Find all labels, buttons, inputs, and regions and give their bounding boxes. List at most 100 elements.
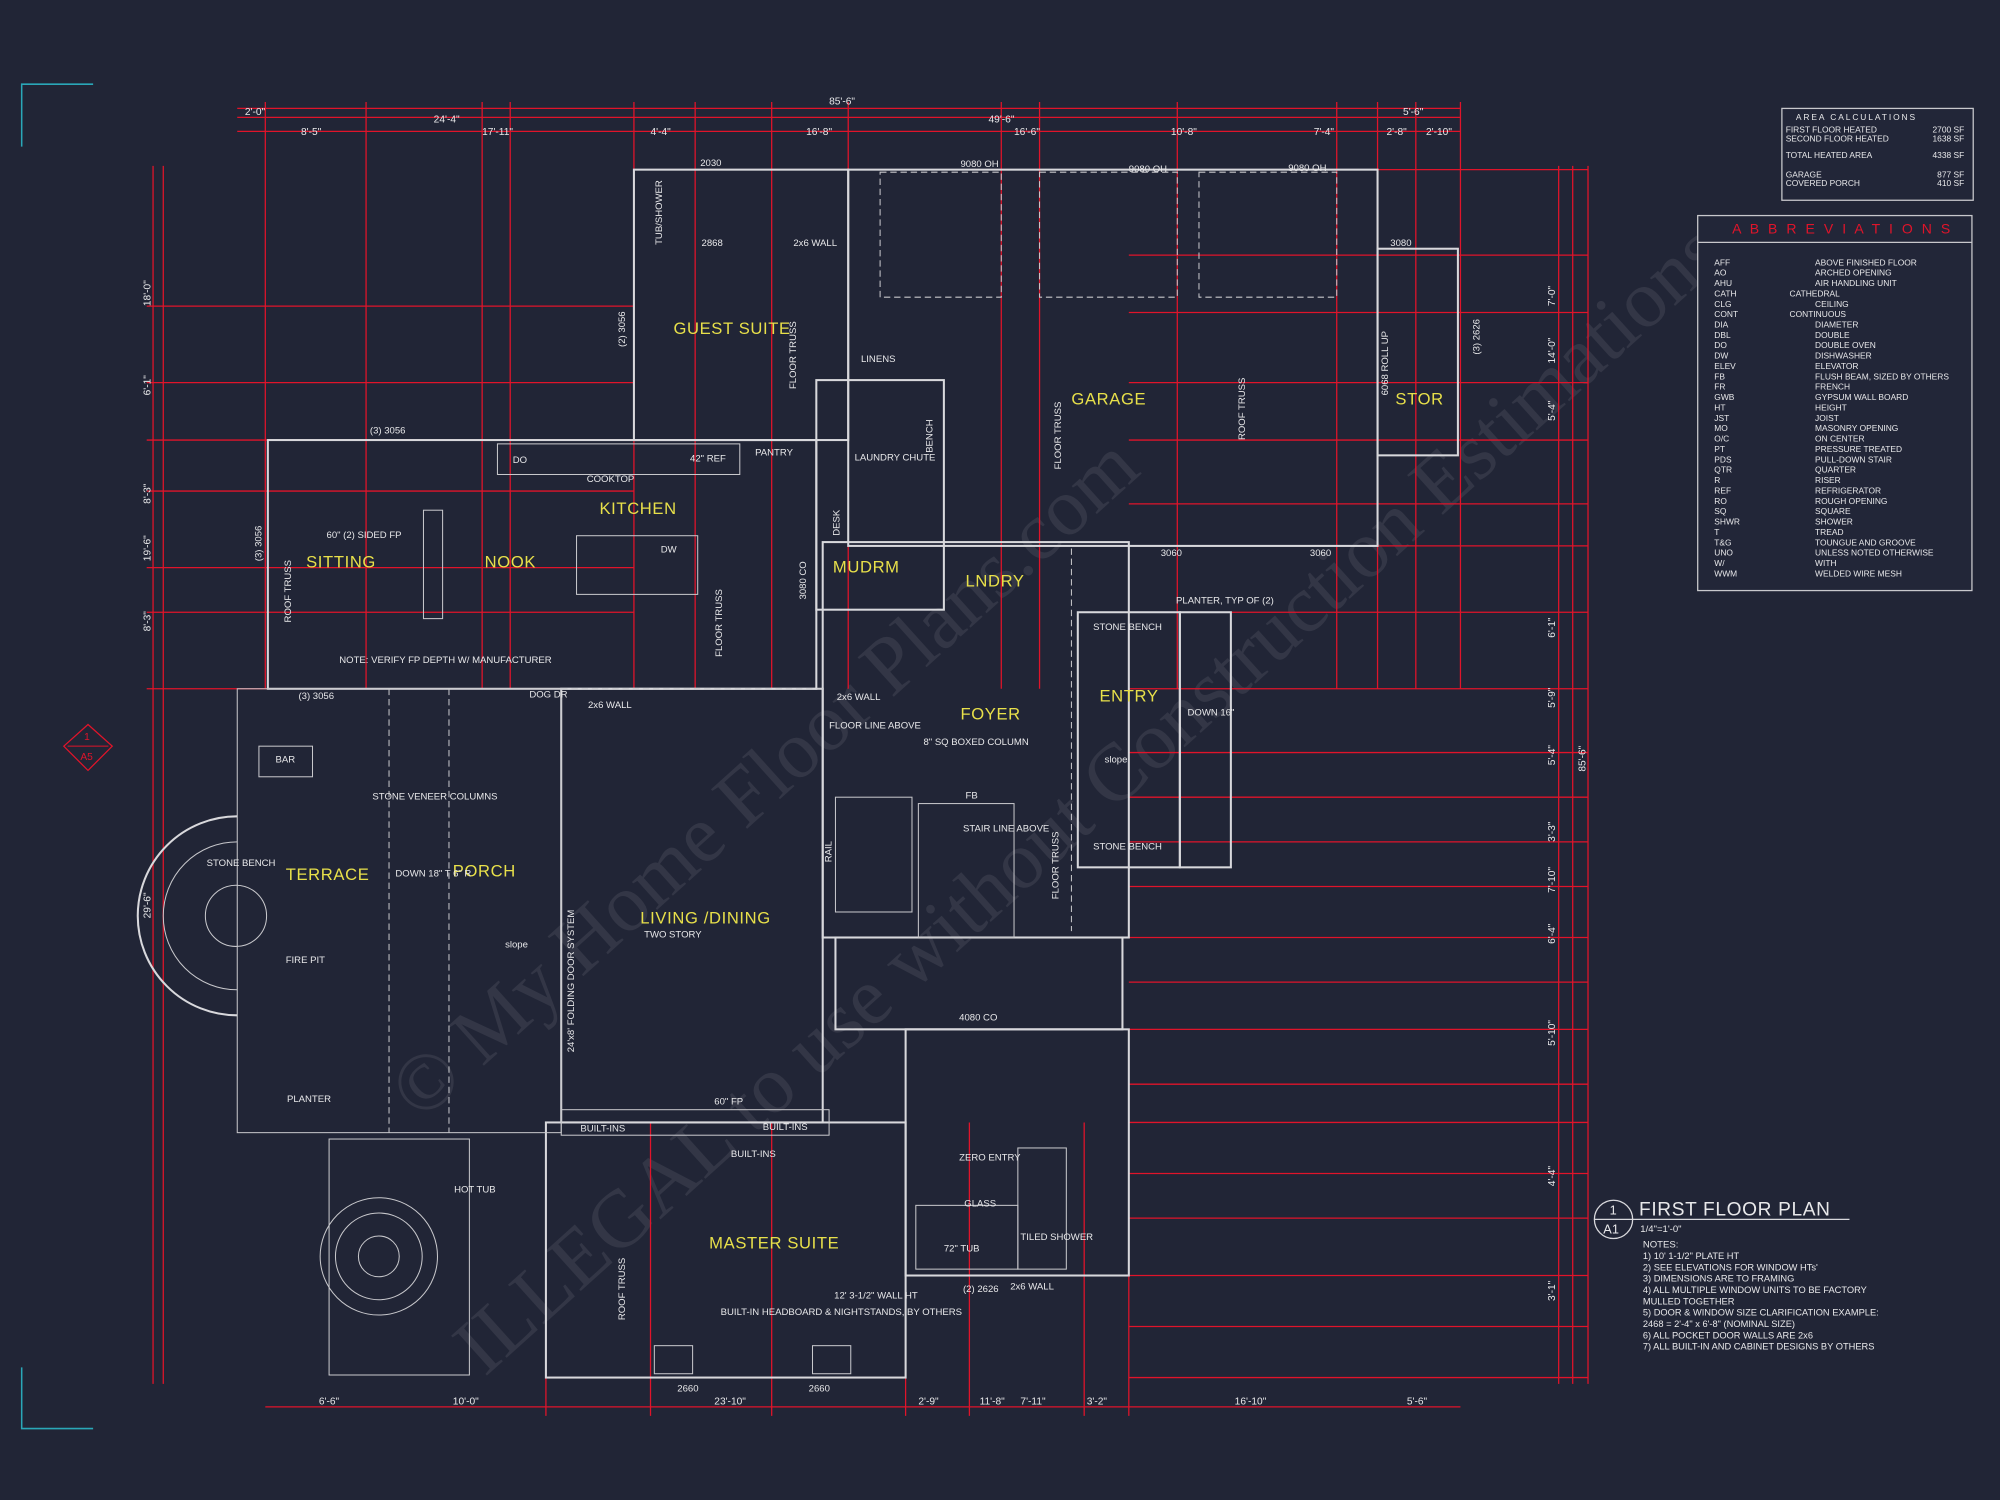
- svg-text:BUILT-INS: BUILT-INS: [763, 1122, 808, 1133]
- abbreviation-code: FR: [1714, 382, 1725, 392]
- abbreviation-meaning: TREAD: [1815, 527, 1844, 537]
- abbreviation-meaning: DISHWASHER: [1815, 351, 1872, 361]
- drawing-title: FIRST FLOOR PLAN: [1639, 1200, 1831, 1221]
- svg-text:ROOF TRUSS: ROOF TRUSS: [617, 1258, 628, 1320]
- dimension-text: 16'-10": [1235, 1396, 1267, 1407]
- abbreviation-meaning: FRENCH: [1815, 382, 1850, 392]
- dimension-text: 5'-10": [1547, 1020, 1558, 1046]
- area-row-label: SECOND FLOOR HEATED: [1786, 134, 1889, 144]
- dimension-text: 5'-9": [1547, 687, 1558, 708]
- abbreviation-meaning: RISER: [1815, 475, 1841, 485]
- abbreviation-meaning: REFRIGERATOR: [1815, 485, 1881, 495]
- abbreviation-meaning: JOIST: [1815, 413, 1839, 423]
- svg-text:ZERO ENTRY: ZERO ENTRY: [959, 1153, 1021, 1164]
- annotations: TUB/SHOWER 2030 2868 2x6 WALL 9080 OH 90…: [207, 158, 1483, 1395]
- dimension-text: 85'-6": [1577, 745, 1588, 771]
- abbreviation-code: CLG: [1714, 299, 1731, 309]
- svg-text:RAIL: RAIL: [824, 841, 835, 862]
- dimension-labels: 85'-6"2'-0"24'-4"49'-6"5'-6"8'-5"17'-11"…: [143, 97, 1589, 1408]
- abbreviation-code: PT: [1714, 444, 1725, 454]
- note-line: MULLED TOGETHER: [1643, 1296, 1735, 1306]
- dimension-text: 5'-6": [1407, 1396, 1428, 1407]
- abbreviation-code: UNO: [1714, 548, 1733, 558]
- abbreviation-code: DBL: [1714, 330, 1731, 340]
- svg-text:(3) 3056: (3) 3056: [298, 691, 334, 702]
- svg-text:PLANTER: PLANTER: [287, 1094, 331, 1105]
- note-line: 1) 10' 1-1/2" PLATE HT: [1643, 1251, 1740, 1261]
- abbreviation-code: R: [1714, 475, 1720, 485]
- abbreviation-meaning: ROUGH OPENING: [1815, 496, 1887, 506]
- svg-text:DOWN 16": DOWN 16": [1188, 708, 1235, 719]
- svg-text:NOTES:: NOTES:: [1643, 1239, 1679, 1250]
- abbreviation-code: AO: [1714, 268, 1727, 278]
- abbreviation-meaning: WELDED WIRE MESH: [1815, 568, 1902, 578]
- abbreviation-code: QTR: [1714, 465, 1732, 475]
- svg-text:2x6 WALL: 2x6 WALL: [837, 692, 881, 703]
- abbreviation-code: ELEV: [1714, 361, 1736, 371]
- room-master-suite: MASTER SUITE: [709, 1234, 839, 1253]
- note-line: 3) DIMENSIONS ARE TO FRAMING: [1643, 1274, 1795, 1284]
- dimension-text: 16'-6": [1014, 127, 1040, 138]
- abbreviation-meaning: UNLESS NOTED OTHERWISE: [1815, 548, 1934, 558]
- abbreviation-code: CATH: [1714, 288, 1736, 298]
- abbreviation-meaning: DIAMETER: [1815, 320, 1858, 330]
- svg-text:(2) 2626: (2) 2626: [963, 1284, 999, 1295]
- svg-text:FIRE PIT: FIRE PIT: [286, 955, 325, 966]
- abbreviation-meaning: MASONRY OPENING: [1815, 423, 1898, 433]
- dimension-text: 14'-0": [1547, 337, 1558, 363]
- dimension-text: 3'-2": [1087, 1396, 1108, 1407]
- abbreviation-code: RO: [1714, 496, 1727, 506]
- note-line: 2468 = 2'-4" x 6'-8" (NOMINAL SIZE): [1643, 1319, 1795, 1329]
- dimension-text: 7'-0": [1547, 285, 1558, 306]
- svg-text:3080: 3080: [1390, 238, 1411, 249]
- room-mudroom: MUDRM: [833, 558, 900, 577]
- section-marker-a5[interactable]: 1 A5: [62, 723, 114, 772]
- svg-text:FLOOR TRUSS: FLOOR TRUSS: [1053, 402, 1064, 470]
- svg-text:STONE BENCH: STONE BENCH: [1093, 841, 1162, 852]
- room-storage: STOR: [1395, 389, 1443, 408]
- dimension-text: 19'-6": [143, 535, 154, 561]
- svg-text:BAR: BAR: [276, 755, 296, 766]
- abbreviation-code: PDS: [1714, 454, 1732, 464]
- svg-text:9080 OH: 9080 OH: [1129, 164, 1167, 175]
- svg-text:TUB/SHOWER: TUB/SHOWER: [654, 180, 665, 245]
- abbreviation-code: JST: [1714, 413, 1729, 423]
- abbreviation-meaning: TOUNGUE AND GROOVE: [1815, 537, 1916, 547]
- abbreviation-code: DIA: [1714, 320, 1728, 330]
- svg-text:9080 OH: 9080 OH: [960, 159, 998, 170]
- svg-text:STAIR LINE ABOVE: STAIR LINE ABOVE: [963, 824, 1049, 835]
- svg-text:72" TUB: 72" TUB: [944, 1243, 980, 1254]
- room-sitting: SITTING: [306, 553, 376, 572]
- dimension-text: 11'-8": [980, 1396, 1006, 1407]
- abbreviation-meaning: ABOVE FINISHED FLOOR: [1815, 257, 1917, 267]
- room-nook: NOOK: [485, 553, 536, 572]
- svg-text:(3) 3056: (3) 3056: [253, 526, 264, 562]
- note-line: 2) SEE ELEVATIONS FOR WINDOW HTs': [1643, 1262, 1818, 1272]
- dimension-text: 6'-1": [1547, 617, 1558, 638]
- room-terrace: TERRACE: [286, 865, 370, 884]
- room-foyer: FOYER: [960, 704, 1020, 723]
- crop-mark-bottom-left: [20, 1367, 94, 1430]
- dimension-text: 2'-0": [245, 107, 266, 118]
- note-line: 7) ALL BUILT-IN AND CABINET DESIGNS BY O…: [1643, 1342, 1875, 1352]
- svg-text:24'x8' FOLDING DOOR SYSTEM: 24'x8' FOLDING DOOR SYSTEM: [566, 910, 577, 1053]
- dimension-text: 5'-4": [1547, 400, 1558, 421]
- dimension-text: 24'-4": [434, 114, 460, 125]
- svg-text:A5: A5: [80, 752, 93, 763]
- svg-text:FB: FB: [966, 790, 978, 801]
- svg-text:COOKTOP: COOKTOP: [587, 474, 635, 485]
- dimension-text: 6'-6": [319, 1396, 340, 1407]
- svg-text:BUILT-INS: BUILT-INS: [580, 1123, 625, 1134]
- room-entry: ENTRY: [1099, 687, 1158, 706]
- drawing-scale: 1/4"=1'-0": [1640, 1224, 1681, 1235]
- svg-text:(2) 3056: (2) 3056: [617, 311, 628, 347]
- svg-text:2868: 2868: [702, 238, 723, 249]
- area-row-value: 410 SF: [1937, 178, 1964, 188]
- abbreviation-meaning: DOUBLE: [1815, 330, 1850, 340]
- svg-text:BENCH: BENCH: [924, 419, 935, 453]
- svg-text:DO: DO: [513, 455, 527, 466]
- abbreviation-code: SQ: [1714, 506, 1727, 516]
- svg-text:STONE BENCH: STONE BENCH: [1093, 622, 1162, 633]
- svg-text:GLASS: GLASS: [964, 1199, 996, 1210]
